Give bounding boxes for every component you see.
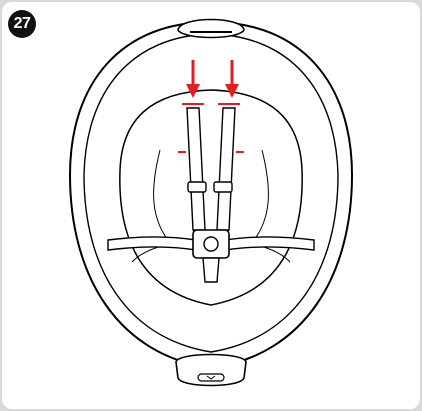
chest-clip-right <box>213 181 233 193</box>
top-handle <box>177 18 245 39</box>
red-down-arrow-icon <box>186 60 200 98</box>
bottom-foot-slot <box>197 373 225 382</box>
seat-shell-rim <box>83 33 339 353</box>
seat-cushion <box>119 89 303 306</box>
step-number: 27 <box>13 15 31 32</box>
buckle-release-button <box>203 236 219 252</box>
chest-clip-left <box>187 181 207 193</box>
red-down-arrow-icon <box>225 60 239 98</box>
step-number-badge: 27 <box>8 10 36 38</box>
bottom-foot-chevron-icon <box>206 375 216 380</box>
bottom-foot <box>175 353 247 387</box>
crotch-strap <box>202 257 220 283</box>
